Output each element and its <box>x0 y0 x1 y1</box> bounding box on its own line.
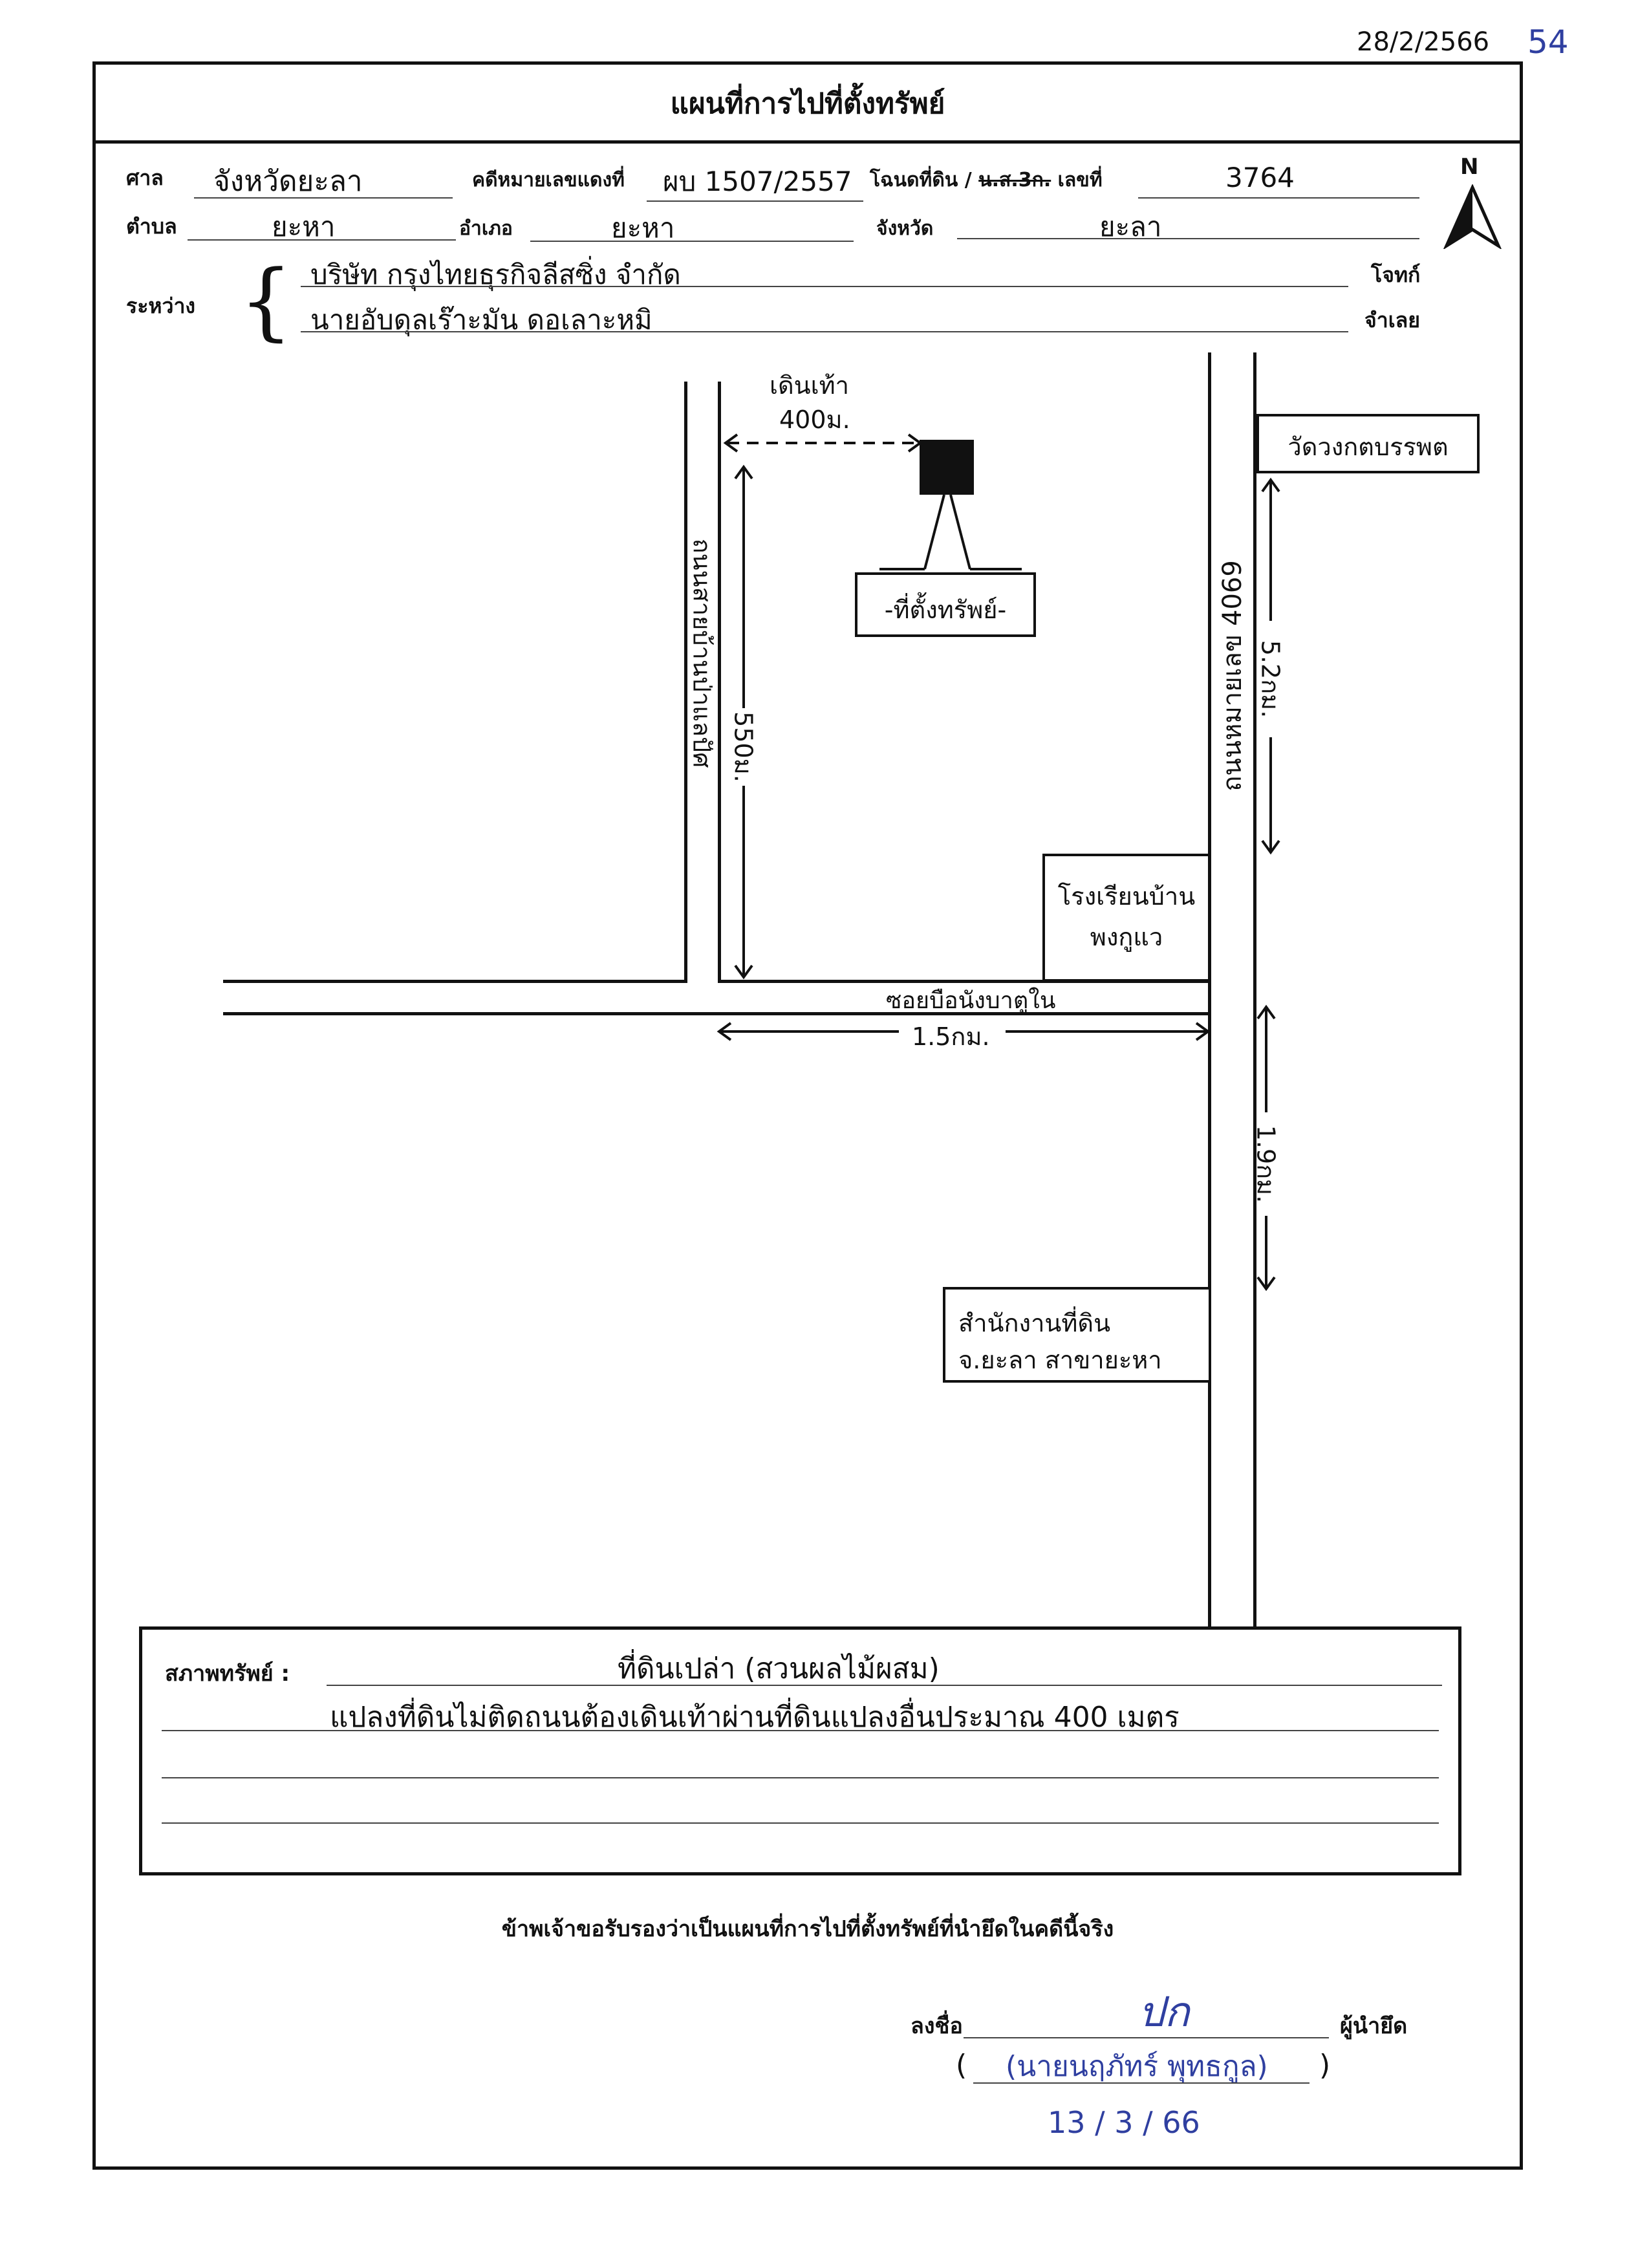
property-label-box <box>855 572 1036 637</box>
plaintiff-label: โจทก์ <box>1371 263 1421 287</box>
certify-statement: ข้าพเจ้าขอรับรองว่าเป็นแผนที่การไปที่ตั้… <box>501 1916 1114 1942</box>
between-brace: { <box>239 252 293 350</box>
soi-bottom-edge <box>223 1012 1209 1015</box>
deed-label: โฉนดที่ดิน / น.ส.3ก. เลขที่ <box>870 165 1103 195</box>
subdistrict-underline <box>188 239 456 241</box>
defendant-label: จำเลย <box>1364 308 1421 332</box>
defendant-value: นายอับดุลเร๊าะมัน ดอเลาะหมิ <box>310 304 652 336</box>
condition-label: สภาพทรัพย์ : <box>165 1661 290 1687</box>
office-distance: 1.9กม. <box>1251 1125 1280 1204</box>
road-right-inner <box>1253 352 1256 1626</box>
subdistrict-label: ตำบล <box>126 214 177 239</box>
road-left-distance: 550ม. <box>729 711 758 783</box>
walk-label: เดินเท้า <box>770 371 850 400</box>
soi-distance: 1.5กม. <box>912 1022 990 1051</box>
condition-underline-3 <box>162 1777 1439 1778</box>
deed-underline <box>1138 197 1419 199</box>
school-label-line1: โรงเรียนบ้าน <box>1057 882 1196 911</box>
road-left-name: ถนนสายบ้านป่าแลปัศ <box>687 538 717 768</box>
court-value: จังหวัดยะลา <box>213 165 363 198</box>
title-bar <box>92 61 1523 144</box>
case-value: ผบ 1507/2557 <box>663 166 852 197</box>
province-label: จังหวัด <box>876 217 934 240</box>
district-underline <box>530 241 854 242</box>
condition-underline-2 <box>162 1730 1439 1731</box>
signer-role: ผู้นำยึด <box>1340 2013 1408 2039</box>
page-title: แผนที่การไปที่ตั้งทรัพย์ <box>670 87 945 120</box>
road-left-outer <box>684 382 687 983</box>
deed-label-prefix: โฉนดที่ดิน / <box>870 169 972 191</box>
land-office-line1: สำนักงานที่ดิน <box>958 1309 1111 1337</box>
condition-line2: แปลงที่ดินไม่ติดถนนต้องเดินเท้าผ่านที่ดิ… <box>330 1701 1180 1734</box>
page-number: 54 <box>1527 23 1569 61</box>
land-office-box <box>943 1287 1211 1383</box>
case-label: คดีหมายเลขแดงที่ <box>472 169 625 191</box>
property-label: -ที่ตั้งทรัพย์- <box>884 596 1007 624</box>
between-label: ระหว่าง <box>126 294 196 318</box>
north-arrow-icon <box>1443 184 1502 249</box>
soi-top-edge-left <box>223 980 685 983</box>
condition-underline-1 <box>327 1685 1442 1686</box>
road-right-name: ถนนหมายเลข 4069 <box>1218 560 1247 792</box>
road-left-inner <box>718 382 721 983</box>
walk-distance: 400ม. <box>779 405 850 434</box>
case-underline <box>647 200 863 202</box>
name-open-paren: ( <box>956 2049 967 2082</box>
district-label: อำเภอ <box>459 217 513 240</box>
condition-underline-4 <box>162 1822 1439 1824</box>
signature-mark: ปก <box>1138 1989 1190 2036</box>
road-right-outer <box>1208 352 1211 1626</box>
deed-value: 3764 <box>1225 162 1295 193</box>
deed-label-suffix: เลขที่ <box>1057 169 1103 191</box>
province-value: ยะลา <box>1099 211 1162 243</box>
soi-top-edge-right <box>720 980 1209 983</box>
deed-label-struck: น.ส.3ก. <box>978 169 1051 191</box>
land-office-line2: จ.ยะลา สาขายะหา <box>958 1346 1162 1374</box>
plaintiff-underline <box>301 286 1348 287</box>
name-close-paren: ) <box>1319 2049 1331 2082</box>
signature-date: 13 / 3 / 66 <box>1048 2105 1200 2140</box>
district-value: ยะหา <box>611 212 675 244</box>
signer-name: (นายนฤภัทร์ พุทธกูล) <box>1006 2050 1268 2083</box>
sign-label: ลงชื่อ <box>911 2013 963 2039</box>
temple-label: วัดวงกตบรรพต <box>1288 433 1449 461</box>
court-label: ศาล <box>126 166 164 190</box>
province-underline <box>957 238 1419 239</box>
soi-name: ซอยบือนังบาตูใน <box>886 988 1056 1014</box>
temple-box <box>1256 414 1480 473</box>
condition-line1: ที่ดินเปล่า (สวนผลไม้ผสม) <box>618 1652 940 1685</box>
condition-box <box>139 1626 1461 1875</box>
plaintiff-value: บริษัท กรุงไทยธุรกิจลีสซิ่ง จำกัด <box>310 259 681 290</box>
court-underline <box>194 197 453 199</box>
subdistrict-value: ยะหา <box>272 211 336 243</box>
defendant-underline <box>301 331 1348 332</box>
temple-distance: 5.2กม. <box>1256 640 1285 718</box>
property-marker <box>920 440 974 495</box>
school-label-line2: พงกูแว <box>1090 923 1163 951</box>
school-box <box>1042 854 1211 982</box>
name-underline <box>973 2082 1310 2084</box>
sign-underline <box>964 2037 1329 2038</box>
stamp-date: 28/2/2566 <box>1357 27 1490 57</box>
north-label: N <box>1460 154 1479 180</box>
